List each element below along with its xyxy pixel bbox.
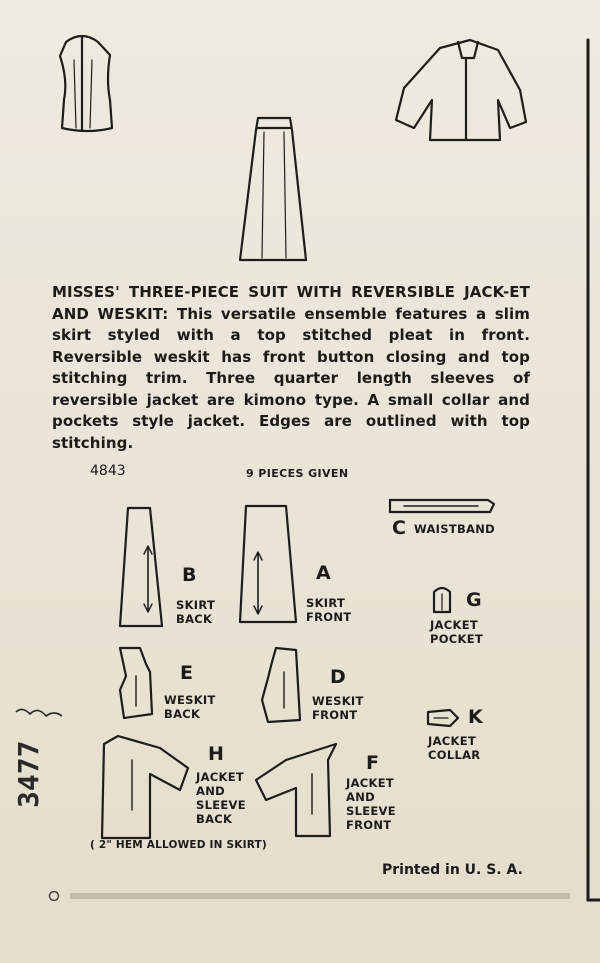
piece-h-shape [100, 734, 190, 840]
piece-c-shape [388, 498, 496, 514]
piece-e-letter: E [180, 662, 193, 684]
piece-g-shape [432, 586, 452, 614]
printed-in-usa: Printed in U. S. A. [382, 862, 523, 878]
piece-f-letter: F [366, 752, 379, 774]
piece-k-shape [426, 708, 460, 728]
piece-a-shape [238, 504, 298, 624]
description-title: MISSES' THREE-PIECE SUIT WITH REVERSIBLE… [52, 283, 530, 323]
piece-d-shape [260, 646, 302, 724]
piece-d-letter: D [330, 666, 346, 688]
piece-g-letter: G [466, 589, 482, 611]
piece-c-label: WAISTBAND [414, 522, 496, 536]
piece-f-shape [254, 742, 338, 838]
hem-note: ( 2" HEM ALLOWED IN SKIRT) [90, 839, 267, 851]
pieces-given: 9 PIECES GIVEN [246, 467, 349, 480]
jacket-illustration [394, 38, 528, 142]
pattern-description: MISSES' THREE-PIECE SUIT WITH REVERSIBLE… [52, 282, 530, 454]
piece-a-letter: A [316, 562, 331, 584]
piece-b-letter: B [182, 564, 197, 586]
faded-copyright-line [48, 888, 578, 902]
description-body: This versatile ensemble features a slim … [52, 304, 530, 452]
weskit-illustration [58, 34, 114, 133]
piece-c-letter: C [392, 517, 406, 539]
piece-e-shape [118, 646, 154, 720]
piece-k-letter: K [468, 706, 483, 728]
piece-b-shape [118, 506, 164, 628]
pattern-number: 4843 [90, 463, 126, 479]
piece-h-letter: H [208, 743, 224, 765]
skirt-illustration [238, 116, 308, 262]
